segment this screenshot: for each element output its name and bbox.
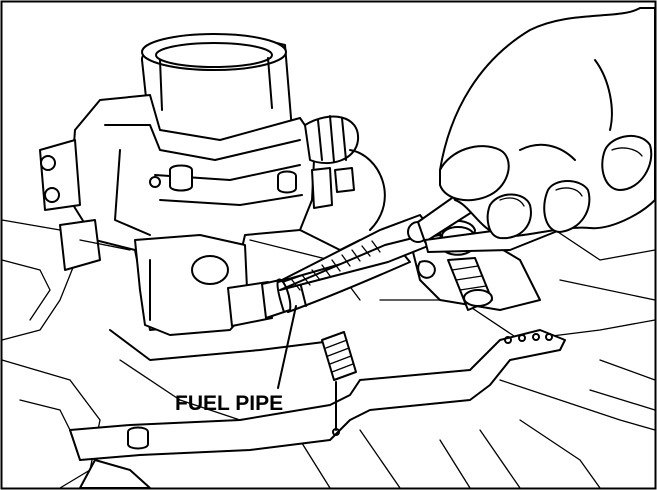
fuel-pipe-label: FUEL PIPE <box>175 392 283 415</box>
return-spring <box>321 331 357 431</box>
hand-icon <box>439 7 656 240</box>
throttle-linkage <box>69 329 566 489</box>
carburetor <box>39 33 386 336</box>
leader-line <box>277 305 297 389</box>
